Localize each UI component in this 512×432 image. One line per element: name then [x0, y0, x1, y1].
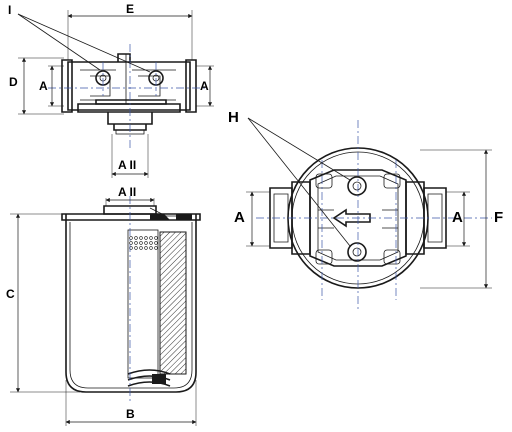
- perforation-dot: [134, 241, 138, 245]
- dim-a-right-view-right-label: A: [452, 209, 463, 226]
- perforation-dots: [129, 236, 158, 250]
- perforation-dot: [154, 246, 158, 250]
- perforation-dot: [149, 236, 153, 240]
- dim-d-label: D: [9, 75, 18, 89]
- dim-e-label: E: [126, 2, 134, 16]
- dim-c-label: C: [6, 287, 15, 301]
- dim-f-label: F: [494, 209, 503, 226]
- perforation-dot: [139, 236, 143, 240]
- label-h: H: [228, 109, 239, 126]
- perforation-dot: [129, 236, 133, 240]
- perforation-dot: [129, 241, 133, 245]
- dim-a-right-view-left-label: A: [234, 209, 245, 226]
- label-i: I: [8, 3, 11, 17]
- perforation-dot: [139, 241, 143, 245]
- cartridge-section-view: A II C B: [6, 185, 201, 426]
- perforation-dot: [139, 246, 143, 250]
- perforation-dot: [149, 241, 153, 245]
- perforation-dot: [144, 236, 148, 240]
- dim-a2-body-label: A II: [118, 185, 136, 199]
- head-front-view: I E D A A A II: [8, 2, 214, 178]
- perforation-dot: [129, 246, 133, 250]
- dim-a2-top-label: A II: [118, 158, 136, 172]
- dim-a-right-label: A: [200, 79, 209, 93]
- head-top-view: H A A F: [228, 109, 503, 310]
- perforation-dot: [134, 246, 138, 250]
- dim-a-left-label: A: [39, 79, 48, 93]
- perforation-dot: [149, 246, 153, 250]
- perforation-dot: [144, 241, 148, 245]
- perforation-dot: [154, 241, 158, 245]
- perforation-dot: [134, 236, 138, 240]
- perforation-dot: [154, 236, 158, 240]
- dim-b-label: B: [126, 407, 135, 421]
- perforation-dot: [144, 246, 148, 250]
